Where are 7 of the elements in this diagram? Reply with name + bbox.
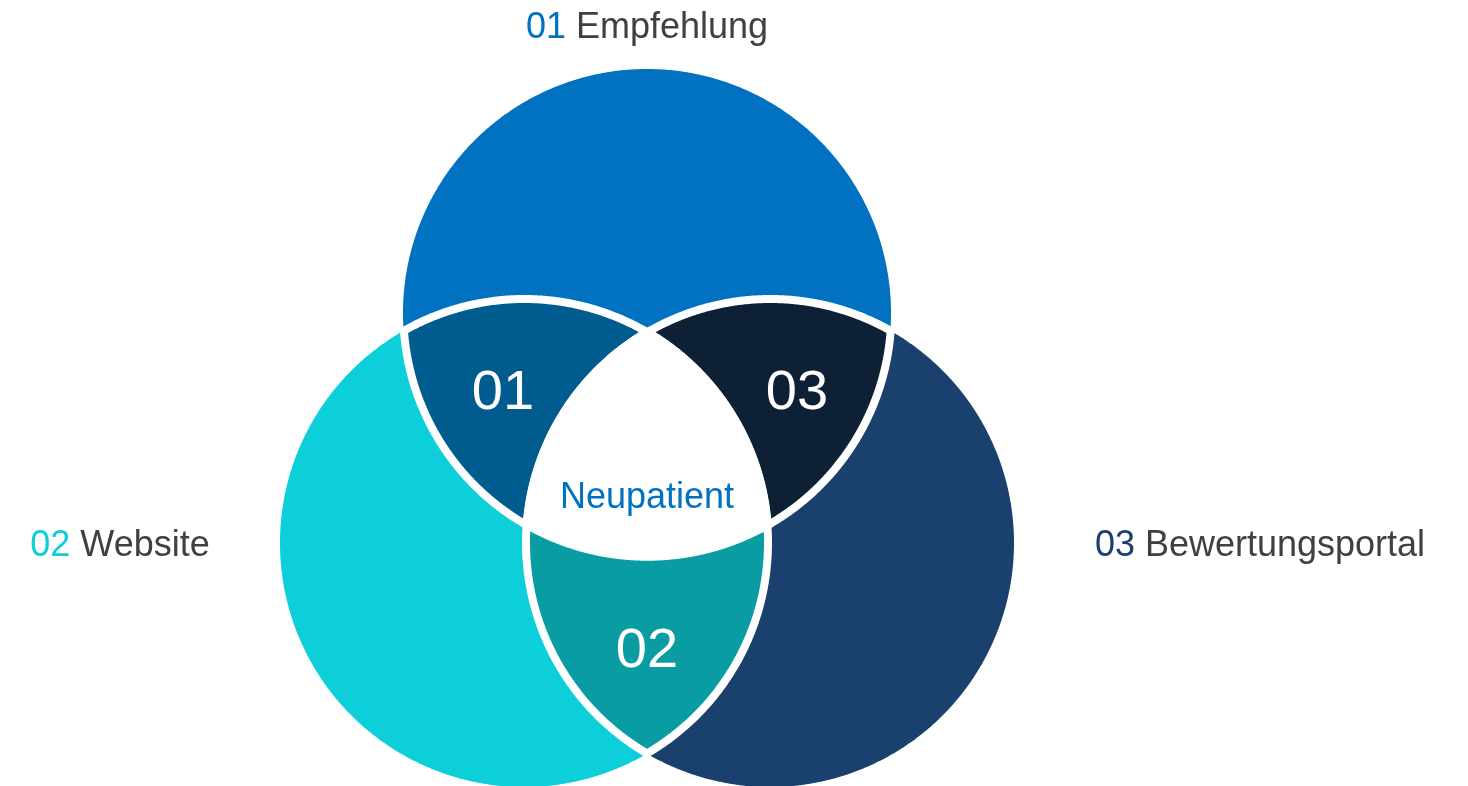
circle-label: 02 Website <box>30 526 210 562</box>
region-number: 03 <box>765 362 829 418</box>
circle-label: 03 Bewertungsportal <box>1094 526 1426 562</box>
circle-label: 01 Empfehlung <box>525 8 769 44</box>
region-number: 02 <box>615 620 679 676</box>
center-label: Neupatient <box>559 478 735 514</box>
region-number: 01 <box>471 362 535 418</box>
